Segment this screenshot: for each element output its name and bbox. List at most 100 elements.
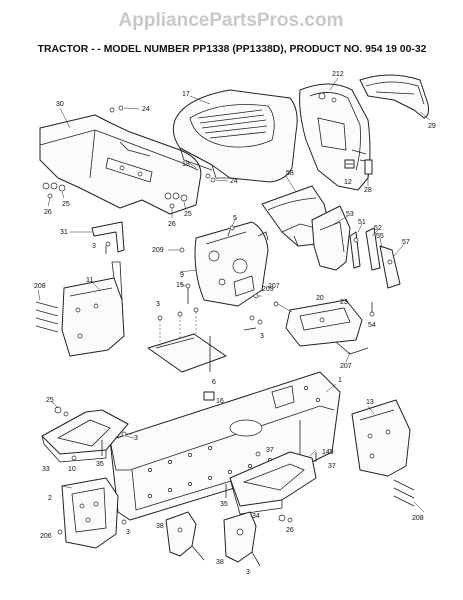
hardware-207-upper — [273, 301, 293, 313]
screws-3-plate — [157, 307, 211, 372]
callout-24-upper: 24 — [142, 106, 150, 113]
leader-lines — [37, 77, 431, 513]
hardware-3-pedal — [243, 315, 263, 331]
watermark-text: AppliancePartsPros.com — [119, 10, 344, 31]
callout-52: 52 — [374, 225, 382, 232]
callout-3-front: 3 — [126, 529, 130, 536]
hardware-206 — [57, 529, 63, 535]
part-bracket-31 — [91, 221, 125, 254]
callout-31: 31 — [60, 229, 68, 236]
callout-15: 15 — [176, 282, 184, 289]
part-front-bumper — [359, 74, 429, 119]
callout-207-lower: 207 — [340, 363, 352, 370]
callout-30: 30 — [56, 101, 64, 108]
callout-24-lower: 24 — [230, 178, 238, 185]
part-16-clip — [203, 391, 215, 401]
callout-208-left: 208 — [34, 283, 46, 290]
part-rear-fender — [39, 114, 202, 215]
part-right-side-panel — [351, 399, 411, 477]
washers-center — [164, 192, 188, 209]
callout-3-pedal: 3 — [260, 333, 264, 340]
bolt-15 — [185, 283, 191, 304]
part-right-footrest — [229, 451, 317, 515]
part-side-panel-53 — [311, 205, 351, 271]
callout-37-upper: 37 — [266, 447, 274, 454]
bolts-208-right — [393, 479, 415, 507]
callout-25-left: 25 — [62, 201, 70, 208]
callout-53: 53 — [346, 211, 354, 218]
screws-24-upper — [109, 105, 140, 113]
callout-labels: 30 24 17 212 29 18 24 12 28 26 25 26 25 … — [34, 71, 436, 576]
callout-212: 212 — [332, 71, 344, 78]
callout-34: 34 — [252, 513, 260, 520]
callout-20: 20 — [316, 295, 324, 302]
hardware-10 — [71, 455, 77, 461]
callout-33: 33 — [42, 466, 50, 473]
callout-145: 145 — [322, 449, 334, 456]
callout-57: 57 — [402, 239, 410, 246]
callout-18: 18 — [182, 161, 190, 168]
callout-35-left: 35 — [96, 461, 104, 468]
callout-25-center: 25 — [184, 211, 192, 218]
callout-25-footrest: 25 — [46, 397, 54, 404]
callout-206: 206 — [40, 533, 52, 540]
screws-24-lower — [205, 173, 229, 183]
callout-2: 2 — [48, 495, 52, 502]
callout-3-footrest: 3 — [134, 435, 138, 442]
hardware-37 — [255, 451, 317, 462]
part-hood — [172, 89, 298, 183]
callout-26-center: 26 — [168, 221, 176, 228]
callout-13: 13 — [366, 399, 374, 406]
hardware-209-lower — [253, 293, 262, 299]
callout-38-right: 38 — [216, 559, 224, 566]
part-latch-28 — [364, 159, 373, 186]
callout-55: 55 — [376, 233, 384, 240]
callout-5: 5 — [233, 215, 237, 222]
part-bracket-38-right — [223, 511, 261, 567]
callout-38-left: 38 — [156, 523, 164, 530]
callout-209-lower: 209 — [262, 286, 274, 293]
washers-26-right — [278, 514, 293, 523]
callout-6: 6 — [212, 379, 216, 386]
part-main-frame — [109, 371, 341, 521]
callout-28: 28 — [364, 187, 372, 194]
callout-29: 29 — [428, 123, 436, 130]
part-left-side-panel — [61, 261, 125, 357]
washers-25-left — [54, 406, 69, 417]
callout-207-upper: 207 — [268, 283, 280, 290]
callout-3-bracket: 3 — [92, 243, 96, 250]
bolts-208-left — [35, 301, 59, 333]
callout-51: 51 — [358, 219, 366, 226]
part-plate-6 — [147, 312, 227, 373]
callout-10: 10 — [68, 466, 76, 473]
washers-left — [42, 182, 66, 199]
hardware-3-front — [121, 519, 127, 525]
callout-11: 11 — [86, 277, 93, 284]
callout-35-right: 35 — [220, 501, 228, 508]
screws-3-footrest — [121, 431, 132, 437]
part-pedal-bracket — [285, 299, 369, 355]
part-bracket-38-left — [165, 511, 205, 561]
part-clip-12 — [344, 159, 355, 169]
hardware-209-upper — [168, 247, 185, 253]
callout-17: 17 — [182, 91, 190, 98]
callout-9: 9 — [180, 272, 184, 279]
part-front-bracket — [61, 477, 119, 549]
part-dash-panel — [194, 221, 269, 307]
callout-54: 54 — [368, 322, 376, 329]
callout-23: 23 — [340, 299, 348, 306]
part-left-footrest — [41, 409, 129, 463]
callout-58: 58 — [286, 170, 294, 177]
hardware-54 — [369, 302, 375, 317]
callout-37-lower: 37 — [328, 463, 336, 470]
callout-208-right: 208 — [412, 515, 424, 522]
callout-209-upper: 209 — [152, 247, 164, 254]
callout-3-bracket-right: 3 — [246, 569, 250, 576]
callout-12: 12 — [344, 179, 352, 186]
callout-1: 1 — [338, 377, 342, 384]
callout-3-plate: 3 — [156, 301, 160, 308]
callout-26-left: 26 — [44, 209, 52, 216]
part-grille-housing — [299, 83, 371, 191]
hardware-key-clip — [257, 231, 269, 241]
part-bracket-group-51-57 — [349, 227, 401, 289]
